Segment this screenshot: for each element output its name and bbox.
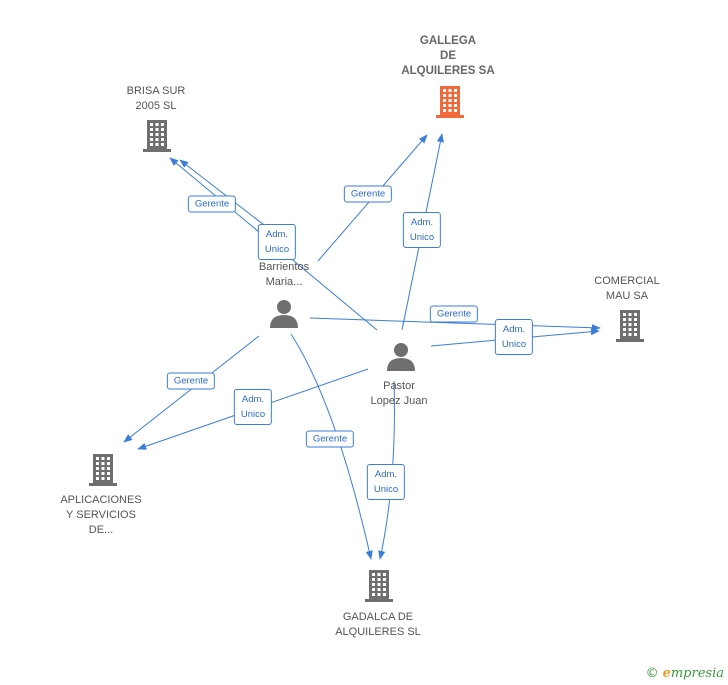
edge-label-text: Adm.: [410, 217, 434, 228]
edge-label-pastor-gallega[interactable]: Adm. Unico: [402, 212, 442, 248]
brand-initial: e: [662, 666, 671, 681]
edge-barrientos-gadalca: [290, 333, 373, 560]
copyright-symbol: ©: [645, 666, 659, 681]
edge-label-barrientos-brisa[interactable]: Gerente: [187, 195, 237, 213]
edge-label-text: Gerente: [194, 198, 230, 210]
node-label-line: Pastor: [383, 380, 415, 392]
edge-label-text: Gerente: [312, 433, 348, 445]
node-label-line: DE: [440, 50, 456, 62]
building-icon-comercial[interactable]: [616, 310, 644, 342]
edge-label-pastor-brisa[interactable]: Adm. Unico: [257, 224, 297, 260]
building-icon-aplicaciones[interactable]: [89, 454, 117, 486]
node-label-line: Barrientos: [258, 261, 310, 273]
node-label-line: APLICACIONES: [60, 494, 142, 506]
edge-barrientos-comercial: [309, 317, 601, 332]
brand-name: mpresia: [670, 666, 724, 681]
edge-label-barrientos-gallega[interactable]: Gerente: [343, 185, 393, 203]
node-label-comercial[interactable]: COMERCIAL MAU SA: [594, 274, 659, 304]
node-label-gallega[interactable]: GALLEGA DE ALQUILERES SA: [401, 34, 494, 79]
edge-label-barrientos-gadalca[interactable]: Gerente: [305, 430, 355, 448]
building-icon-gadalca[interactable]: [365, 570, 393, 602]
node-label-line: ALQUILERES SA: [401, 65, 495, 77]
node-label-line: MAU SA: [605, 290, 649, 302]
node-label-gadalca[interactable]: GADALCA DE ALQUILERES SL: [335, 610, 421, 640]
edge-label-text: Unico: [501, 339, 527, 350]
node-label-aplicaciones[interactable]: APLICACIONES Y SERVICIOS DE...: [60, 493, 141, 538]
edge-label-text: Gerente: [350, 188, 386, 200]
edge-label-barrientos-aplicaciones[interactable]: Gerente: [166, 372, 216, 390]
edge-label-text: Unico: [264, 244, 290, 255]
edge-label-pastor-gadalca[interactable]: Adm. Unico: [366, 464, 406, 500]
building-icon-gallega[interactable]: [436, 86, 464, 118]
node-label-line: COMERCIAL: [594, 275, 660, 287]
edge-label-text: Adm.: [502, 324, 526, 335]
edge-label-text: Adm.: [374, 469, 398, 480]
edge-label-barrientos-comercial[interactable]: Gerente: [429, 305, 479, 323]
node-label-line: GADALCA DE: [342, 611, 414, 623]
edge-label-text: Unico: [373, 484, 399, 495]
building-icon-brisa[interactable]: [143, 120, 171, 152]
node-label-line: Y SERVICIOS: [66, 509, 136, 521]
edge-label-text: Gerente: [436, 308, 472, 320]
edge-label-pastor-aplicaciones[interactable]: Adm. Unico: [233, 389, 273, 425]
node-label-line: Maria...: [265, 276, 303, 288]
edge-label-text: Unico: [240, 409, 266, 420]
node-label-brisa[interactable]: BRISA SUR 2005 SL: [127, 84, 186, 114]
empresia-watermark: ©empresia: [646, 666, 724, 681]
person-icon-pastor[interactable]: [387, 343, 415, 371]
node-label-line: DE...: [88, 524, 114, 536]
node-label-line: GALLEGA: [419, 35, 477, 47]
edge-label-text: Unico: [409, 232, 435, 243]
edge-label-text: Adm.: [265, 229, 289, 240]
node-label-line: Lopez Juan: [370, 395, 428, 407]
node-label-line: 2005 SL: [135, 100, 177, 112]
edge-label-text: Adm.: [241, 394, 265, 405]
node-label-line: ALQUILERES SL: [335, 626, 421, 638]
edge-barrientos-brisa: [179, 159, 269, 229]
node-label-line: BRISA SUR: [126, 85, 186, 97]
edge-label-text: Gerente: [173, 375, 209, 387]
person-icon-barrientos[interactable]: [270, 300, 298, 328]
edge-label-pastor-comercial[interactable]: Adm. Unico: [494, 319, 534, 355]
